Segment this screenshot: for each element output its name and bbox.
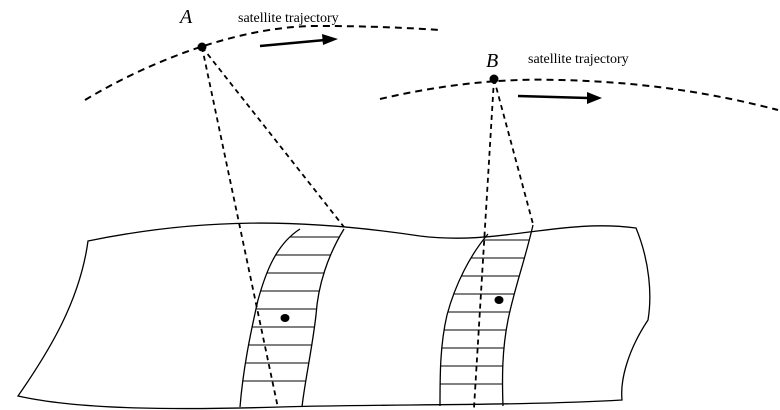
satellite-a-label: A	[178, 6, 193, 28]
satellite-a-view-line-edge	[201, 46, 345, 228]
satellite-a-point	[197, 42, 207, 52]
satellite-a-trajectory-label: satellite trajectory	[238, 11, 339, 26]
satellite-b-trajectory	[379, 78, 779, 111]
satellite-a-arrowhead	[322, 34, 338, 45]
target-point-a	[280, 314, 290, 322]
swath-strip-b	[439, 224, 534, 407]
swath-strip-a	[239, 228, 345, 408]
swath-a-right-edge	[301, 228, 345, 408]
swath-b-right-edge	[501, 224, 534, 407]
satellite-b-label: B	[486, 50, 498, 72]
satellite-a-view-line-outer	[201, 46, 279, 409]
satellite-b-arrowhead	[587, 92, 602, 104]
satellite-b-direction-arrow	[517, 94, 589, 100]
satellite-a-trajectory	[84, 24, 441, 101]
satellite-b-trajectory-label: satellite trajectory	[528, 52, 629, 67]
satellite-a-direction-arrow	[259, 38, 326, 48]
swath-b-hatching	[440, 239, 530, 385]
satellite-b-point	[489, 74, 499, 84]
swath-a-hatching	[242, 236, 340, 382]
swath-a-left-edge	[239, 228, 301, 408]
satellite-b-view-line-outer	[473, 78, 495, 409]
swath-b-left-edge	[439, 233, 489, 407]
ground-terrain-outline	[16, 222, 651, 410]
satellite-b-view-line-edge	[493, 78, 534, 225]
target-point-b	[494, 296, 504, 304]
